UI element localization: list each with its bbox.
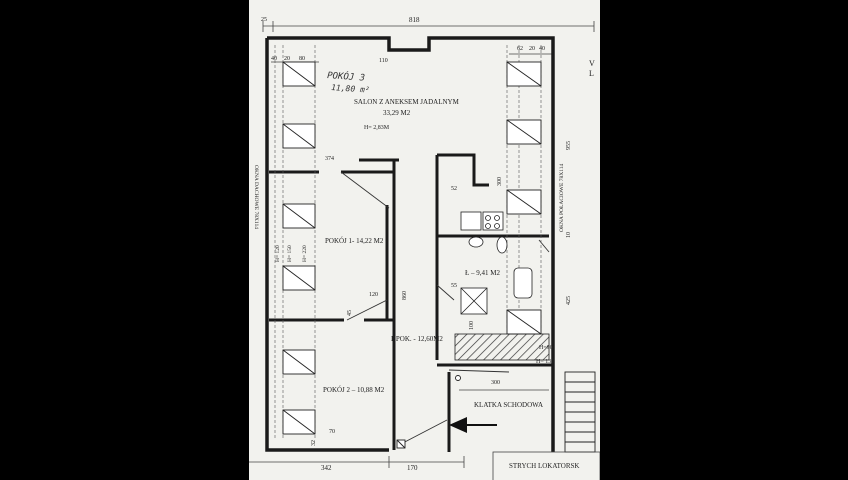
edge-fragment-1: V [589, 59, 595, 68]
salon-area: 33,29 M2 [383, 109, 411, 117]
dim-left-seg-1: 40 [271, 56, 277, 62]
dim-55: 55 [451, 283, 457, 289]
dim-100: 100 [469, 321, 475, 330]
dim-860: 860 [402, 291, 408, 300]
corridor-label: P.POK. - 12,60M2 [391, 335, 443, 343]
dim-window-top: 110 [379, 58, 388, 64]
side-label-left: OKNA DACHOWE 78X114 [253, 165, 259, 229]
dim-left-seg-2: 20 [284, 56, 290, 62]
dim-right-seg-1: 62 [517, 46, 523, 52]
dim-top-left: 25 [261, 17, 267, 23]
outer-walls [265, 36, 555, 452]
dim-32: 32 [311, 440, 317, 446]
handwritten-room3: POKÓJ 3 [327, 69, 366, 84]
dim-374: 374 [325, 156, 334, 162]
dim-bottom-342: 342 [321, 464, 332, 472]
low-height-hatch [454, 333, 550, 361]
washbasin [468, 236, 484, 248]
staircase [564, 371, 596, 453]
dim-left-seg-3: 80 [299, 56, 305, 62]
attic-label: STRYCH LOKATORSK [509, 462, 579, 470]
dim-425: 425 [566, 296, 572, 305]
handwritten-area: 11,80 m² [331, 83, 370, 95]
room2-label: POKÓJ 2 – 10,88 M2 [323, 386, 385, 394]
door-swings [340, 171, 550, 446]
dim-300-stair: 300 [491, 380, 500, 386]
salon-name: SALON Z ANEKSEM JADALNYM [354, 98, 460, 106]
dim-52: 52 [451, 186, 457, 192]
dim-955: 955 [566, 141, 572, 150]
roof-windows [282, 61, 542, 435]
dim-top-total: 818 [409, 16, 420, 24]
room1-height-3: H= 220 [302, 245, 308, 262]
bath-h90: H=90 [539, 345, 553, 351]
bottom-dimensions [249, 389, 600, 480]
fixture-symbols [396, 375, 461, 449]
dim-120-room1: 120 [369, 292, 378, 298]
kitchen-fixtures [460, 211, 504, 231]
dim-right-seg-3: 40 [539, 46, 545, 52]
dim-10: 10 [566, 232, 572, 238]
toilet [496, 236, 508, 254]
dim-300-kitchen: 300 [497, 177, 503, 186]
dim-bottom-170: 170 [407, 464, 418, 472]
bathtub [513, 267, 533, 299]
bath-h130: H= 130 [536, 359, 554, 365]
salon-height: H= 2,83M [364, 125, 390, 131]
entrance-arrow [449, 417, 497, 433]
kitchen-sink [460, 211, 482, 231]
dim-right-seg-2: 20 [529, 46, 535, 52]
bathroom-fixtures [460, 236, 533, 315]
dim-45: 45 [347, 310, 353, 316]
stairs-label: KLATKA SCHODOWA [474, 401, 543, 409]
floor-plan-sheet: 25 818 40 20 80 62 20 40 110 374 SALON Z… [249, 0, 600, 480]
floor-plan: 25 818 40 20 80 62 20 40 110 374 SALON Z… [249, 16, 600, 480]
roof-guide-lines [274, 45, 542, 440]
edge-fragment-2: L [589, 69, 594, 78]
room1-height-1: H= 120 [275, 245, 281, 262]
interior-walls [269, 153, 553, 452]
bathroom-label: Ł – 9,41 M2 [465, 269, 501, 277]
room1-label: POKÓJ 1- 14,22 M2 [325, 237, 384, 245]
dim-70: 70 [329, 429, 335, 435]
side-label-right: OKNA POŁACIOWE 78X114 [559, 164, 565, 232]
room1-height-2: H= 150 [287, 245, 293, 262]
